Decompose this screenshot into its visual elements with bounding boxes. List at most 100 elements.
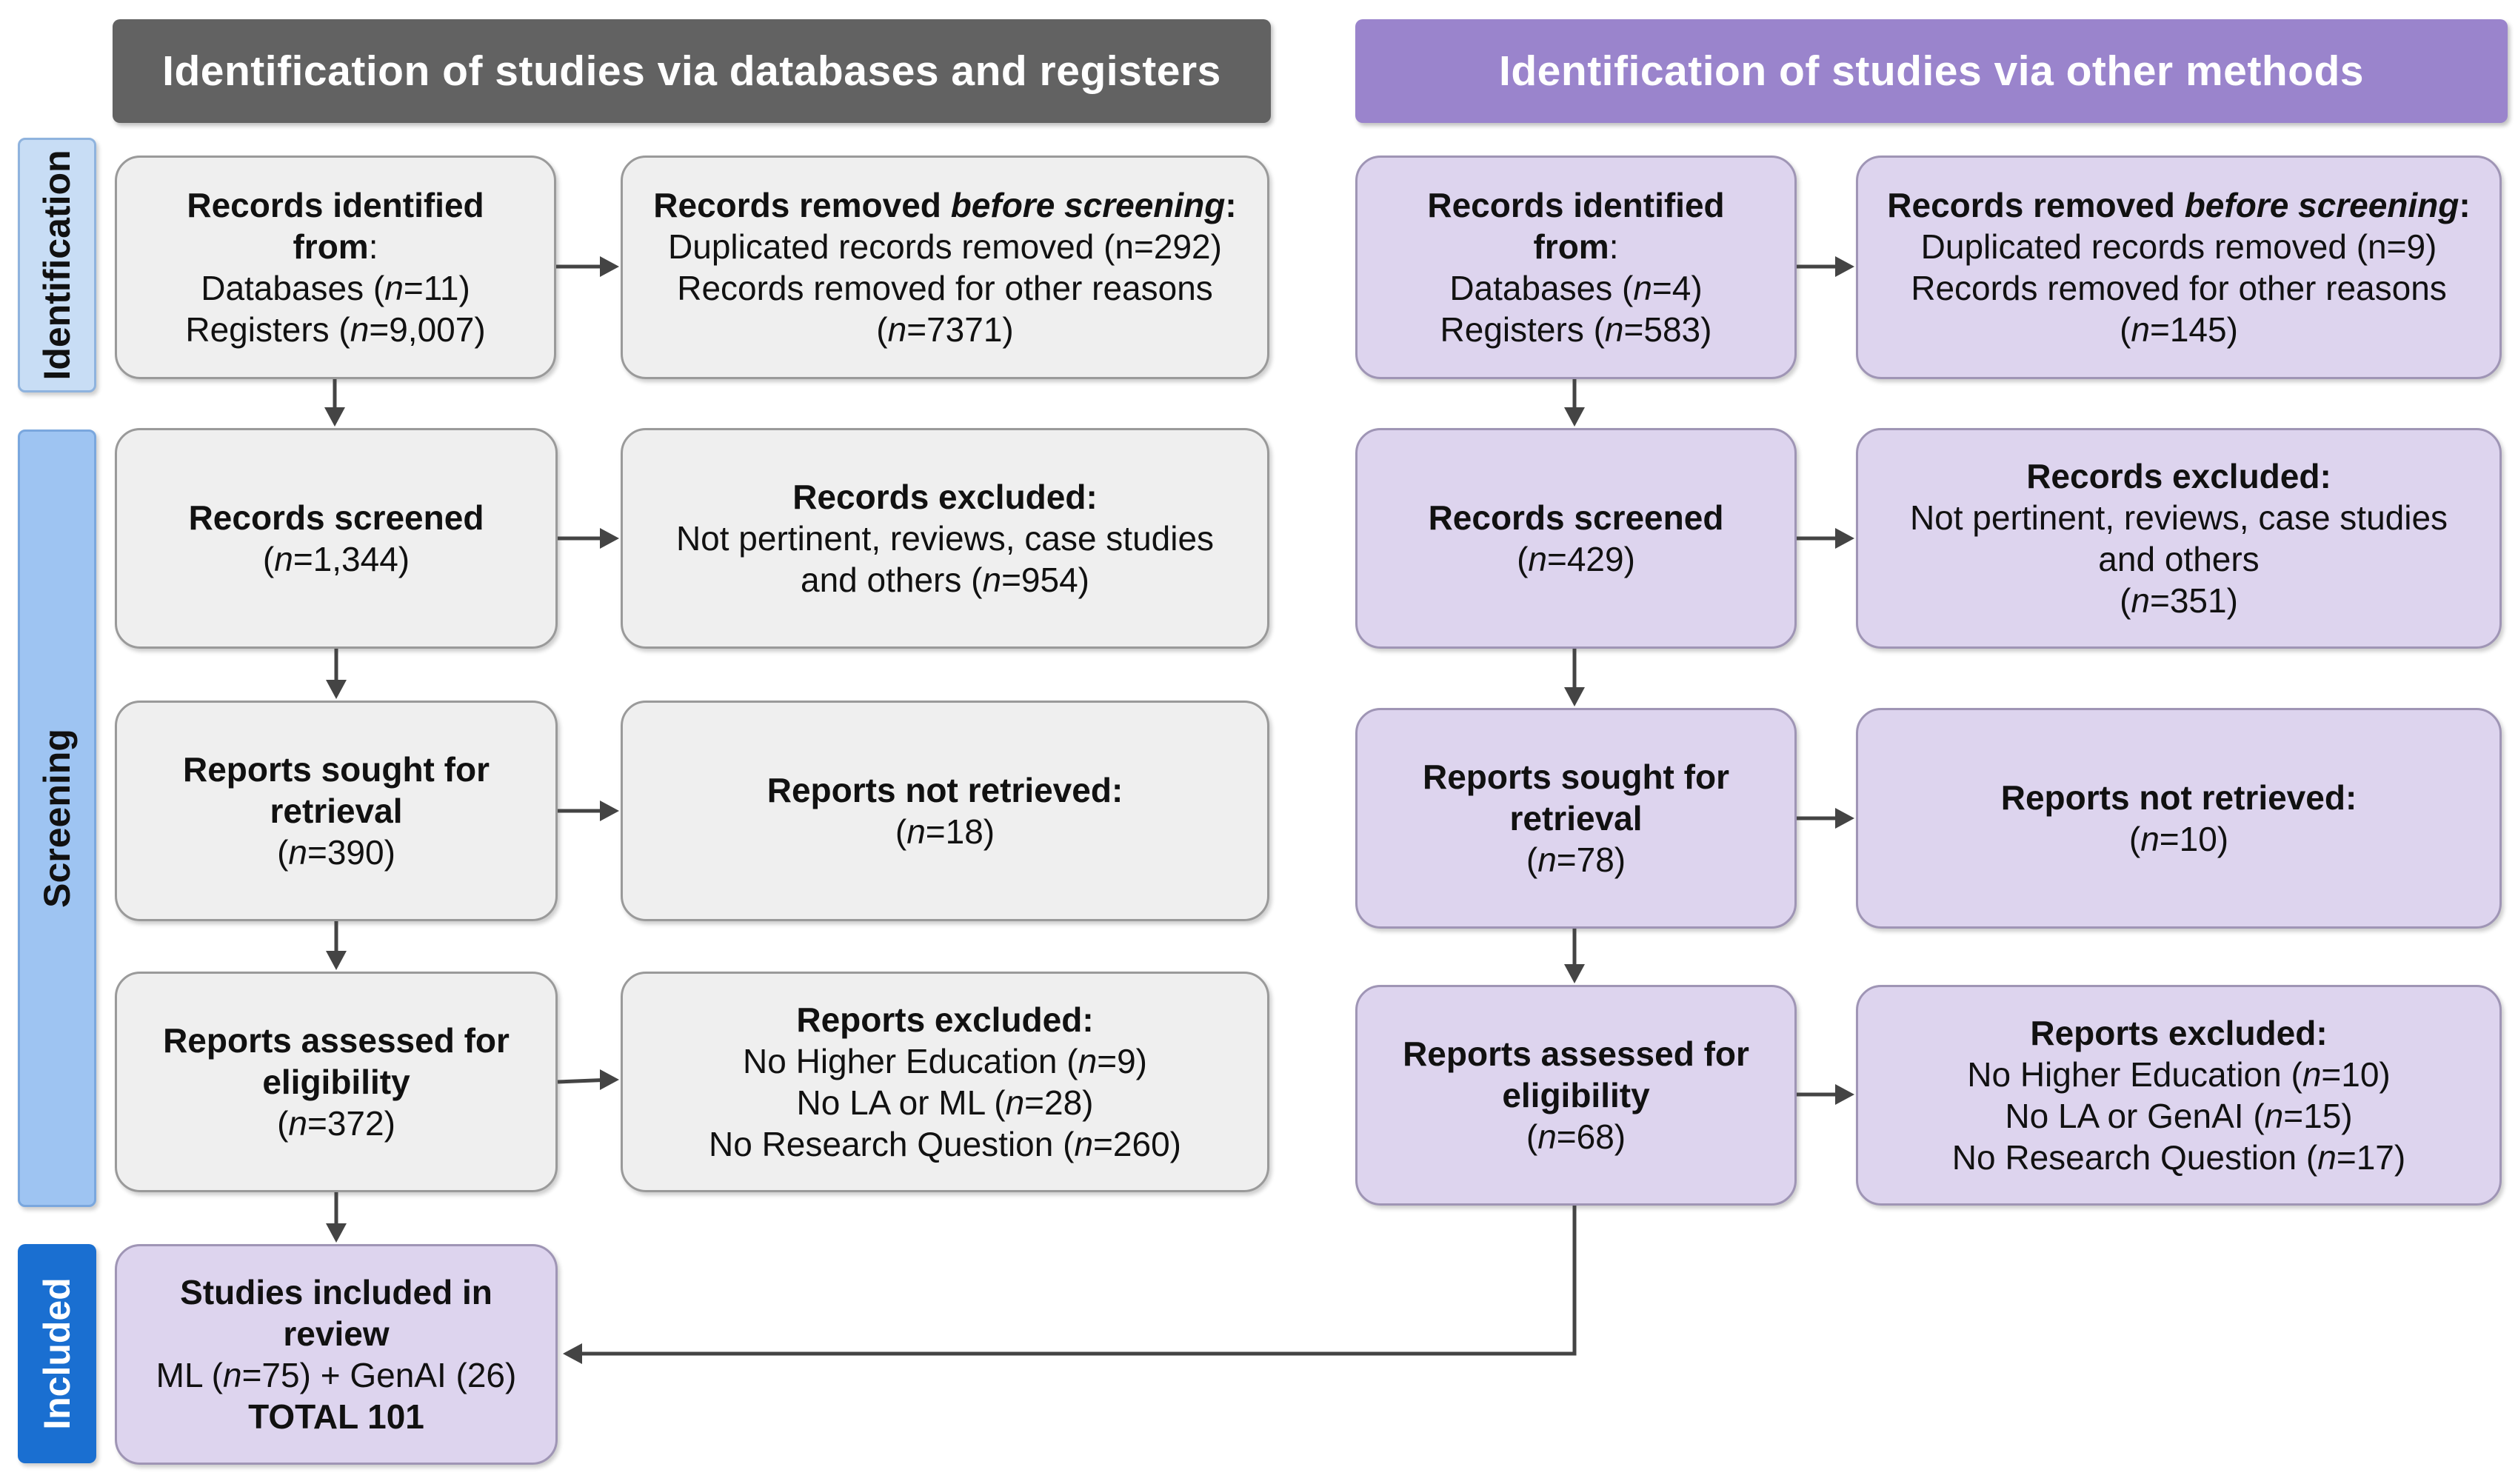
box-title: Records screened <box>1428 498 1724 537</box>
no-la-genai-line: No LA or GenAI (n=15) <box>2005 1095 2352 1137</box>
arrowhead <box>1564 687 1585 706</box>
count: =10) <box>2321 1055 2391 1094</box>
reasons-line: Not pertinent, reviews, case studies <box>675 519 1215 558</box>
arrowhead <box>600 528 619 549</box>
count: =954) <box>1001 561 1089 599</box>
count-line: (n=18) <box>895 812 995 851</box>
arrowhead <box>324 407 345 427</box>
n-symbol: n <box>384 269 404 307</box>
n-symbol: n <box>2140 820 2160 858</box>
arrowhead <box>326 680 347 699</box>
databases-line: Databases (n=4) <box>1449 267 1702 309</box>
left-reports-assessed-box: Reports assessed for eligibility (n=372) <box>115 972 558 1192</box>
count: =4) <box>1652 269 1703 307</box>
colon: : <box>2459 186 2471 224</box>
box-title: Reports assessed for <box>163 1021 510 1060</box>
n-symbol: n <box>1604 310 1624 349</box>
count: =429) <box>1546 540 1635 578</box>
n-symbol: n <box>2264 1097 2284 1135</box>
total-line: TOTAL 101 <box>248 1397 424 1436</box>
box-title: Reports excluded: <box>2030 1014 2328 1052</box>
count: =390) <box>307 833 395 872</box>
other-reasons-line: Records removed for other reasons <box>677 269 1213 307</box>
count: =7371) <box>906 310 1014 349</box>
text: No LA or GenAI ( <box>2005 1097 2265 1135</box>
box-title: eligibility <box>1502 1076 1650 1114</box>
text: Databases ( <box>201 269 385 307</box>
box-title: Records screened <box>188 498 484 537</box>
text: ML ( <box>156 1356 223 1394</box>
arrowhead <box>1564 964 1585 983</box>
box-title-line: from: <box>1533 226 1618 267</box>
other-reasons-line: Records removed for other reasons <box>1911 269 2447 307</box>
box-title: Records removed <box>1887 186 2185 224</box>
box-title: Reports excluded: <box>796 1000 1094 1039</box>
right-records-removed-box: Records removed before screening: Duplic… <box>1856 156 2502 379</box>
ml-genai-line: ML (n=75) + GenAI (26) <box>156 1354 517 1396</box>
n-symbol: n <box>1537 1117 1557 1156</box>
n-symbol: n <box>288 1104 307 1143</box>
box-title: Records excluded: <box>2026 457 2331 495</box>
n-symbol: n <box>1528 540 1547 578</box>
count-line: and others (n=954) <box>801 559 1089 601</box>
count: =18) <box>925 812 995 851</box>
n-symbol: n <box>2317 1138 2337 1177</box>
no-higher-education-line: No Higher Education (n=9) <box>743 1040 1147 1082</box>
count: =9,007) <box>369 310 486 349</box>
count-line: (n=351) <box>2120 581 2238 620</box>
count: =68) <box>1556 1117 1626 1156</box>
n-symbol: n <box>2131 581 2150 620</box>
colon: : <box>1225 186 1237 224</box>
n-symbol: n <box>274 540 293 578</box>
count: =78) <box>1556 840 1626 879</box>
colon: : <box>1609 227 1619 266</box>
databases-line: Databases (n=11) <box>201 267 470 309</box>
right-records-excluded-box: Records excluded: Not pertinent, reviews… <box>1856 428 2502 649</box>
box-title: Records identified <box>187 186 484 224</box>
n-symbol: n <box>1005 1083 1025 1122</box>
count-line: (n=78) <box>1526 840 1626 879</box>
count-line: (n=10) <box>2128 820 2229 858</box>
right-reports-not-retrieved-box: Reports not retrieved: (n=10) <box>1856 708 2502 929</box>
box-title: Reports assessed for <box>1403 1035 1749 1073</box>
reasons-line: Not pertinent, reviews, case studies <box>1909 498 2448 537</box>
count: =145) <box>2149 310 2238 349</box>
count-line: (n=372) <box>277 1104 395 1143</box>
count: =11) <box>403 269 470 307</box>
box-title: retrieval <box>1509 799 1643 838</box>
arrowhead <box>1564 407 1585 427</box>
stage-identification: Identification <box>18 138 96 392</box>
n-symbol: n <box>982 561 1002 599</box>
box-title: eligibility <box>262 1063 410 1101</box>
box-title: retrieval <box>270 792 403 830</box>
box-title-italic: before screening <box>2184 186 2459 224</box>
text: No Higher Education ( <box>1967 1055 2302 1094</box>
count-line: (n=390) <box>277 833 395 872</box>
left-reports-excluded-box: Reports excluded: No Higher Education (n… <box>621 972 1269 1192</box>
box-title: from <box>1533 227 1609 266</box>
box-title: Reports not retrieved: <box>2000 778 2357 817</box>
arrow-right-assessed-to-included <box>570 1206 1577 1356</box>
n-symbol: n <box>2302 1055 2322 1094</box>
count: =351) <box>2149 581 2238 620</box>
text: No Research Question ( <box>709 1125 1075 1163</box>
left-records-screened-box: Records screened (n=1,344) <box>115 428 558 649</box>
box-title: from <box>293 227 369 266</box>
box-title-line: Records removed before screening: <box>1887 184 2470 226</box>
no-research-question-line: No Research Question (n=17) <box>1952 1137 2405 1178</box>
right-records-screened-box: Records screened (n=429) <box>1355 428 1797 649</box>
no-la-ml-line: No LA or ML (n=28) <box>796 1082 1093 1123</box>
box-title-line: Records removed before screening: <box>653 184 1236 226</box>
box-title: Reports not retrieved: <box>767 771 1123 809</box>
box-title: Studies included in <box>180 1273 492 1311</box>
left-reports-sought-box: Reports sought for retrieval (n=390) <box>115 701 558 921</box>
arrowhead <box>1835 528 1854 549</box>
header-right-label: Identification of studies via other meth… <box>1499 47 2364 95</box>
stage-included: Included <box>18 1244 96 1463</box>
other-reasons-count: (n=145) <box>2120 310 2238 349</box>
arrowhead <box>1835 1084 1854 1105</box>
count: =260) <box>1093 1125 1181 1163</box>
registers-line: Registers (n=9,007) <box>185 309 485 350</box>
count-line: (n=1,344) <box>262 540 410 578</box>
n-symbol: n <box>1633 269 1652 307</box>
